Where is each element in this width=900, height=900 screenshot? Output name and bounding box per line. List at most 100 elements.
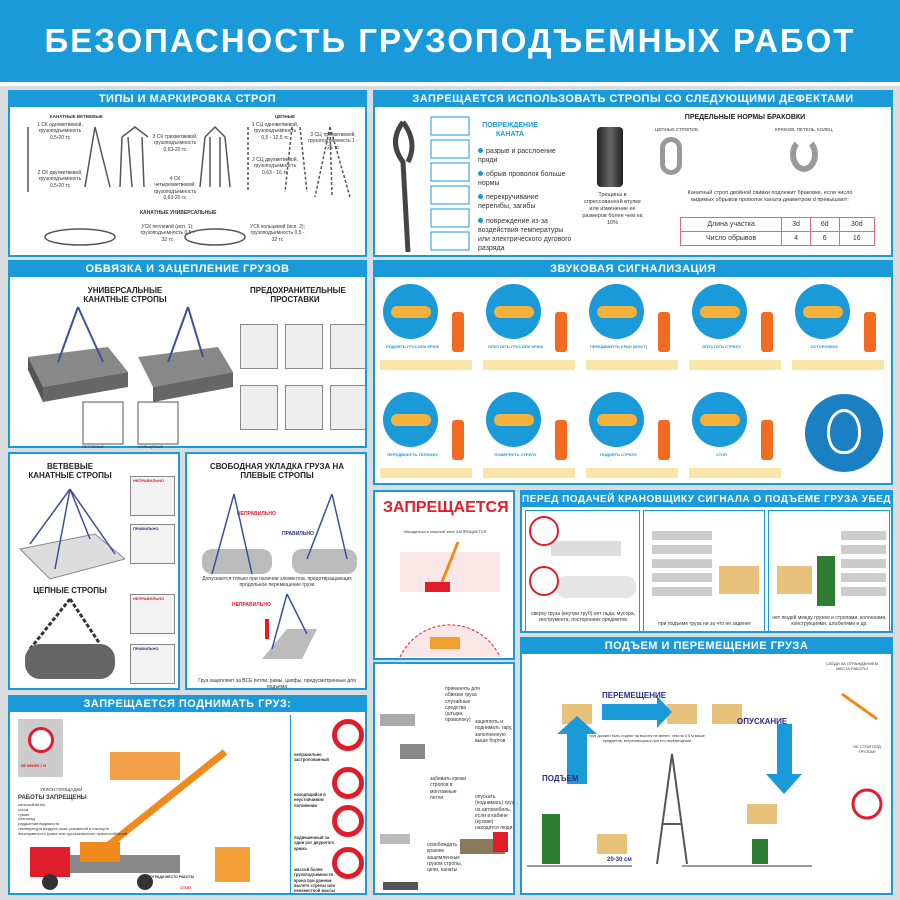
branch-title: ВЕТВЕВЫЕ КАНАТНЫЕ СТРОПЫ bbox=[28, 462, 112, 480]
norms-title: ПРЕДЕЛЬНЫЕ НОРМЫ БРАКОВКИ bbox=[684, 114, 806, 121]
signal-label: ОПУСТИТЬ СТРЕЛУ bbox=[702, 344, 741, 349]
lift-label: ПОДЪЕМ bbox=[542, 774, 579, 783]
fence-label: ОГРАДИ МЕСТО РАБОТЫ bbox=[150, 875, 195, 879]
rule-item: зацеплять и поднимать тару, заполненную … bbox=[475, 719, 513, 744]
wrong-label: НЕПРАВИЛЬНО bbox=[232, 602, 271, 608]
worker-icon bbox=[555, 420, 567, 460]
signal-label: СТОП bbox=[715, 452, 728, 457]
hook-image bbox=[790, 137, 818, 172]
spacer-image bbox=[285, 385, 323, 430]
wrong-example: НЕПРАВИЛЬНО bbox=[130, 476, 175, 516]
lower-label: ОПУСКАНИЕ bbox=[737, 717, 788, 726]
table-cell: 6d bbox=[809, 217, 840, 232]
worker-icon bbox=[658, 420, 670, 460]
spacer-image bbox=[240, 324, 278, 369]
loop-label: ПЕТЛЕВЫЕ bbox=[82, 444, 105, 449]
check-item: сверху груза (внутри труб) нет льда, мус… bbox=[530, 611, 636, 624]
signal-caption bbox=[586, 468, 678, 478]
damage-item: обрыв проволок больше нормы bbox=[478, 171, 566, 188]
signal-caption bbox=[689, 360, 781, 370]
damage-title: ПОВРЕЖДЕНИЕ КАНАТА bbox=[482, 122, 538, 138]
worker-icon bbox=[761, 420, 773, 460]
worker-icon bbox=[452, 420, 464, 460]
danger-zone-diagram bbox=[399, 541, 501, 658]
sling-illustrations bbox=[27, 125, 351, 246]
right-label: ПРАВИЛЬНО bbox=[133, 526, 159, 531]
panel-title: ЗАПРЕЩАЕТСЯ ИСПОЛЬЗОВАТЬ СТРОПЫ СО СЛЕДУ… bbox=[375, 92, 891, 107]
fence-note: СЛЕДИ ЗА ОГРАЖДЕНИЕМ МЕСТА РАБОТЫ bbox=[825, 661, 879, 671]
table-cell: 4 bbox=[781, 231, 811, 246]
signal-caption bbox=[586, 360, 678, 370]
label-chain: ЦЕПНЫЕ bbox=[275, 114, 296, 119]
panel-title: ЗАПРЕЩАЕТСЯ ПОДНИМАТЬ ГРУЗ: bbox=[10, 697, 365, 712]
check-item: при подъеме груза ни за что не заденет bbox=[658, 621, 751, 627]
case-label: находящийся в неустойчивом положении bbox=[294, 792, 326, 808]
table-cell: Число обрывов bbox=[679, 231, 783, 246]
panel-free-laying: СВОБОДНАЯ УКЛАДКА ГРУЗА НА ПЛЕВЫЕ СТРОПЫ… bbox=[185, 452, 367, 690]
wrong-example: НЕПРАВИЛЬНО bbox=[130, 594, 175, 634]
gap-label: 20-30 см bbox=[607, 857, 632, 863]
hand-signal-icon bbox=[486, 392, 541, 447]
signal-caption bbox=[380, 468, 472, 478]
free-note: Допускается только при наличии элементов… bbox=[202, 576, 352, 589]
norms-note: Канатный строп двойной свивки подлежит б… bbox=[687, 190, 853, 203]
forbidden-title: ЗАПРЕЩАЕТСЯ bbox=[383, 499, 509, 516]
ring-label: КОЛЬЦЕВЫЕ bbox=[138, 444, 164, 449]
signal-card: ОПУСТИТЬ СТРЕЛУ bbox=[689, 282, 784, 382]
rule-item: опускать (поднимать) груз на автомобиль,… bbox=[475, 794, 514, 832]
panel-sling-defects: ЗАПРЕЩАЕТСЯ ИСПОЛЬЗОВАТЬ СТРОПЫ СО СЛЕДУ… bbox=[373, 90, 893, 257]
hand-signal-icon bbox=[692, 284, 747, 339]
signal-card: ОСТОРОЖНО! bbox=[792, 282, 887, 382]
case-label: массой более грузоподъемности крана при … bbox=[294, 867, 336, 893]
spacer-image bbox=[330, 385, 366, 430]
sling-label: УСК кольцевой (исп. 2); грузоподъемность… bbox=[250, 224, 305, 243]
right-example: ПРАВИЛЬНО bbox=[130, 524, 175, 564]
forbidden-note: Находиться в опасной зоне ЗАПРЕЩАЕТСЯ bbox=[403, 529, 487, 534]
signal-label: ПОВЕРНУТЬ СТРЕЛУ bbox=[494, 452, 537, 457]
banned-item: ухудшение видимости bbox=[18, 821, 60, 827]
height-note: груз должен быть поднят на высоту не мен… bbox=[589, 734, 705, 743]
distance-label: НЕ МЕНЕЕ 1 М bbox=[21, 764, 47, 768]
crane-illustration bbox=[30, 749, 250, 890]
signal-label: ОСТОРОЖНО! bbox=[810, 344, 839, 349]
rule-item: забивать крюки стропов в монтажные петли bbox=[430, 776, 466, 801]
rule-item: освобождать краном защемленные грузом ст… bbox=[427, 842, 462, 873]
sleeve-text: Трещины в спрессованной втулке или измен… bbox=[582, 192, 643, 226]
helmet-required-sign bbox=[805, 394, 883, 472]
sling-label: 4 СК четырехветвевой, грузоподъемность 0… bbox=[153, 176, 197, 201]
divider bbox=[290, 715, 291, 893]
slab-illustration bbox=[28, 306, 233, 445]
panel-title: ОБВЯЗКА И ЗАЦЕПЛЕНИЕ ГРУЗОВ bbox=[10, 262, 365, 277]
banned-item: температура воздуха ниже указанной в пас… bbox=[18, 825, 110, 831]
signal-card: СТОП bbox=[689, 390, 784, 490]
prohibition-sign bbox=[332, 719, 364, 751]
no-pedestrian-sign: НЕ МЕНЕЕ 1 М bbox=[18, 719, 63, 777]
rope-illustration bbox=[393, 116, 470, 252]
spacer-image bbox=[240, 385, 278, 430]
prohibition-sign bbox=[332, 767, 364, 799]
signal-caption bbox=[689, 468, 781, 478]
sling-label: 2 СК двухветвевой, грузоподъемность 0,5-… bbox=[37, 170, 83, 189]
free-laying-illustration bbox=[202, 493, 357, 659]
wrong-label: НЕПРАВИЛЬНО bbox=[237, 511, 276, 517]
check-item: нет людей между грузом и стропами, колон… bbox=[772, 615, 887, 628]
sling-label: 2 СЦ двухветвевой, грузоподъемность 0,63… bbox=[252, 157, 298, 176]
sling-label: 1 СЦ одноветвевой, грузоподъемность 0,5 … bbox=[251, 122, 299, 141]
table-cell: 6 bbox=[809, 231, 840, 246]
worker-icon bbox=[761, 312, 773, 352]
signal-label: ПОДНЯТЬ СТРЕЛУ bbox=[600, 452, 637, 457]
hand-signal-icon bbox=[692, 392, 747, 447]
signal-label: ОПУСТИТЬ ГРУЗ ИЛИ КРЮК bbox=[487, 344, 544, 349]
signal-label: ПЕРЕДВИНУТЬ ТЕЛЕЖКУ bbox=[387, 452, 438, 457]
chain-links-label: ЦЕПНЫХ СТРОПОВ bbox=[655, 127, 699, 132]
hand-signal-icon bbox=[486, 284, 541, 339]
signal-caption bbox=[483, 468, 575, 478]
wrong-label: НЕПРАВИЛЬНО bbox=[133, 596, 165, 601]
label-universal: КАНАТНЫЕ УНИВЕРСАЛЬНЫЕ bbox=[140, 210, 217, 216]
universal-slings-title: УНИВЕРСАЛЬНЫЕ КАНАТНЫЕ СТРОПЫ bbox=[83, 286, 167, 304]
panel-check-before-signal: ПЕРЕД ПОДАЧЕЙ КРАНОВЩИКУ СИГНАЛА О ПОДЪЕ… bbox=[520, 490, 893, 633]
worker-icon bbox=[452, 312, 464, 352]
